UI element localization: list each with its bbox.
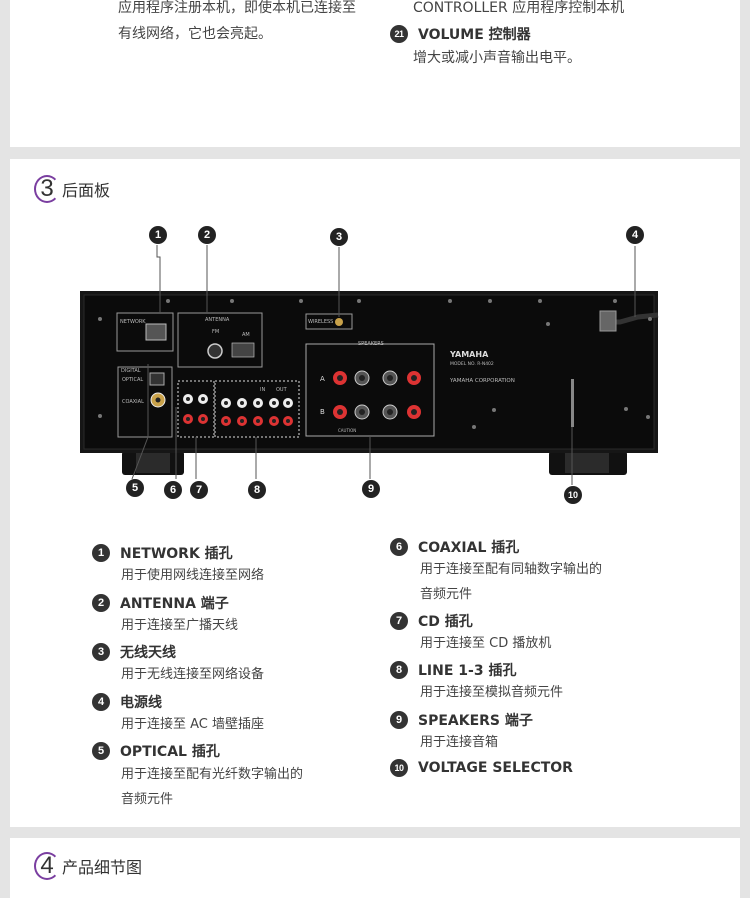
- panel-brand: YAMAHA: [449, 350, 489, 359]
- panel-wireless-label: WIRELESS: [308, 319, 333, 325]
- panel-fm-label: FM: [212, 329, 219, 335]
- controller-desc: CONTROLLER 应用程序控制本机: [413, 0, 625, 16]
- diagram-label-8: 8: [248, 481, 266, 499]
- item-cd: 7 CD 插孔: [390, 611, 473, 631]
- panel-corp: YAMAHA CORPORATION: [449, 378, 515, 384]
- number-badge-6: 6: [390, 538, 408, 556]
- panel-antenna-label: ANTENNA: [205, 317, 230, 323]
- diagram-label-6: 6: [164, 481, 182, 499]
- number-badge-2: 2: [92, 594, 110, 612]
- item-title-voltage-selector: VOLTAGE SELECTOR: [418, 760, 573, 776]
- volume-item: 21 VOLUME 控制器: [390, 24, 531, 44]
- number-badge-21: 21: [390, 25, 408, 43]
- item-coaxial: 6 COAXIAL 插孔: [390, 537, 519, 557]
- number-badge-1: 1: [92, 544, 110, 562]
- diagram-label-1: 1: [149, 226, 167, 244]
- number-badge-3: 3: [92, 643, 110, 661]
- item-title-cd: CD 插孔: [418, 614, 473, 630]
- item-desc-coaxial-2: 音频元件: [420, 587, 473, 602]
- diagram-label-10: 10: [564, 486, 582, 504]
- panel-coaxial-label: COAXIAL: [122, 399, 144, 405]
- diagram-label-3: 3: [330, 228, 348, 246]
- section-title: 后面板: [62, 181, 111, 200]
- panel-network-label: NETWORK: [120, 319, 146, 325]
- item-network: 1 NETWORK 插孔: [92, 543, 233, 563]
- number-badge-7: 7: [390, 612, 408, 630]
- section-title-4: 产品细节图: [62, 858, 143, 877]
- item-title-network: NETWORK 插孔: [120, 546, 233, 562]
- item-title-antenna: ANTENNA 端子: [120, 596, 229, 612]
- item-desc-antenna: 用于连接至广播天线: [121, 618, 239, 633]
- diagram-label-9: 9: [362, 480, 380, 498]
- panel-am-label: AM: [242, 332, 250, 338]
- item-line: 8 LINE 1-3 插孔: [390, 660, 516, 680]
- item-power-cord: 4 电源线: [92, 692, 162, 712]
- number-badge-5: 5: [92, 742, 110, 760]
- item-desc-coaxial-1: 用于连接至配有同轴数字输出的: [420, 562, 603, 577]
- item-desc-speakers: 用于连接音箱: [420, 735, 499, 750]
- volume-title: VOLUME 控制器: [418, 27, 531, 43]
- number-badge-9: 9: [390, 711, 408, 729]
- item-title-power-cord: 电源线: [120, 695, 162, 711]
- panel-speakers-label: SPEAKERS: [358, 341, 384, 347]
- section-number: 3: [34, 175, 60, 203]
- panel-out-label: OUT: [276, 387, 288, 393]
- diagram-label-5: 5: [126, 479, 144, 497]
- section-heading: 3 后面板: [34, 175, 110, 203]
- item-desc-power-cord: 用于连接至 AC 墙壁插座: [121, 717, 265, 732]
- product-detail-card: 4 产品细节图: [10, 838, 740, 898]
- panel-b-label: B: [320, 408, 325, 416]
- rear-panel-card: 3 后面板 NETWORK ANTENNA FM AM WIRELESS DIG…: [10, 159, 740, 827]
- number-badge-8: 8: [390, 661, 408, 679]
- item-voltage-selector: 10 VOLTAGE SELECTOR: [390, 759, 573, 777]
- item-speakers: 9 SPEAKERS 端子: [390, 710, 533, 730]
- item-title-wireless: 无线天线: [120, 645, 176, 661]
- item-desc-optical-1: 用于连接至配有光纤数字输出的: [121, 767, 304, 782]
- diagram-label-2: 2: [198, 226, 216, 244]
- diagram-label-7: 7: [190, 481, 208, 499]
- front-panel-continued-card: 应用程序注册本机，即使本机已连接至 有线网络，它也会亮起。 CONTROLLER…: [10, 0, 740, 147]
- item-optical: 5 OPTICAL 插孔: [92, 741, 220, 761]
- rear-panel-diagram: NETWORK ANTENNA FM AM WIRELESS DIGITAL O…: [80, 245, 659, 485]
- volume-desc: 增大或减小声音输出电平。: [413, 50, 581, 66]
- item-desc-cd: 用于连接至 CD 播放机: [420, 636, 552, 651]
- item-wireless: 3 无线天线: [92, 642, 176, 662]
- diagram-label-4: 4: [626, 226, 644, 244]
- item-desc-network: 用于使用网线连接至网络: [121, 568, 265, 583]
- item-desc-line: 用于连接至模拟音频元件: [420, 685, 564, 700]
- section-heading-4: 4 产品细节图: [34, 852, 142, 880]
- item-desc-wireless: 用于无线连接至网络设备: [121, 667, 265, 682]
- panel-digital-label: DIGITAL: [121, 368, 141, 374]
- front-panel-desc-line2: 有线网络，它也会亮起。: [118, 26, 272, 42]
- item-title-coaxial: COAXIAL 插孔: [418, 540, 520, 556]
- panel-optical-label: OPTICAL: [122, 377, 143, 383]
- panel-in-label: IN: [260, 387, 265, 393]
- panel-model: MODEL NO. R-N402: [450, 361, 494, 367]
- panel-a-label: A: [320, 375, 325, 383]
- front-panel-desc-line1: 应用程序注册本机，即使本机已连接至: [118, 0, 356, 16]
- section-number-4: 4: [34, 852, 60, 880]
- item-desc-optical-2: 音频元件: [121, 792, 174, 807]
- number-badge-4: 4: [92, 693, 110, 711]
- item-title-optical: OPTICAL 插孔: [120, 744, 220, 760]
- item-title-speakers: SPEAKERS 端子: [418, 713, 533, 729]
- item-title-line: LINE 1-3 插孔: [418, 663, 517, 679]
- panel-caution-label: CAUTION: [338, 428, 356, 433]
- number-badge-10: 10: [390, 759, 408, 777]
- item-antenna: 2 ANTENNA 端子: [92, 593, 229, 613]
